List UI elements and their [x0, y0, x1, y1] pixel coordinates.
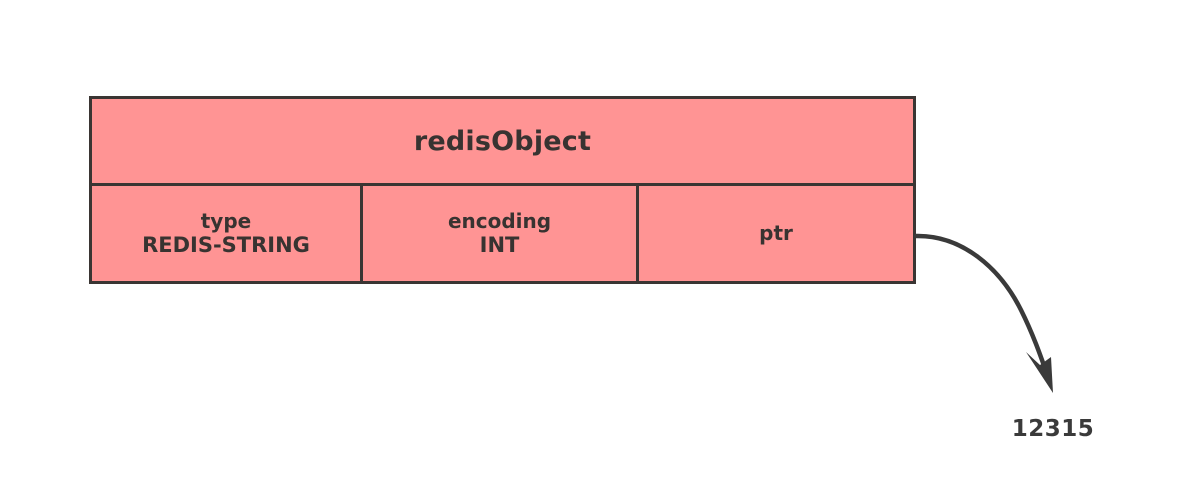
struct-fields-row: type REDIS-STRING encoding INT ptr — [92, 186, 913, 281]
field-ptr-name: ptr — [759, 221, 793, 246]
arrow-head-icon — [1026, 352, 1053, 393]
field-ptr: ptr — [639, 186, 913, 281]
field-type: type REDIS-STRING — [92, 186, 363, 281]
redis-object-struct: redisObject type REDIS-STRING encoding I… — [89, 96, 916, 284]
field-encoding-name: encoding — [447, 208, 552, 233]
field-type-name: type — [200, 208, 252, 233]
field-type-value: REDIS-STRING — [142, 232, 310, 257]
curved-arrow-icon — [913, 233, 1051, 380]
field-encoding: encoding INT — [363, 186, 639, 281]
field-encoding-value: INT — [479, 232, 520, 257]
struct-header-label: redisObject — [413, 125, 592, 157]
pointer-target-label: 12315 — [1011, 416, 1095, 442]
struct-header: redisObject — [92, 99, 913, 186]
